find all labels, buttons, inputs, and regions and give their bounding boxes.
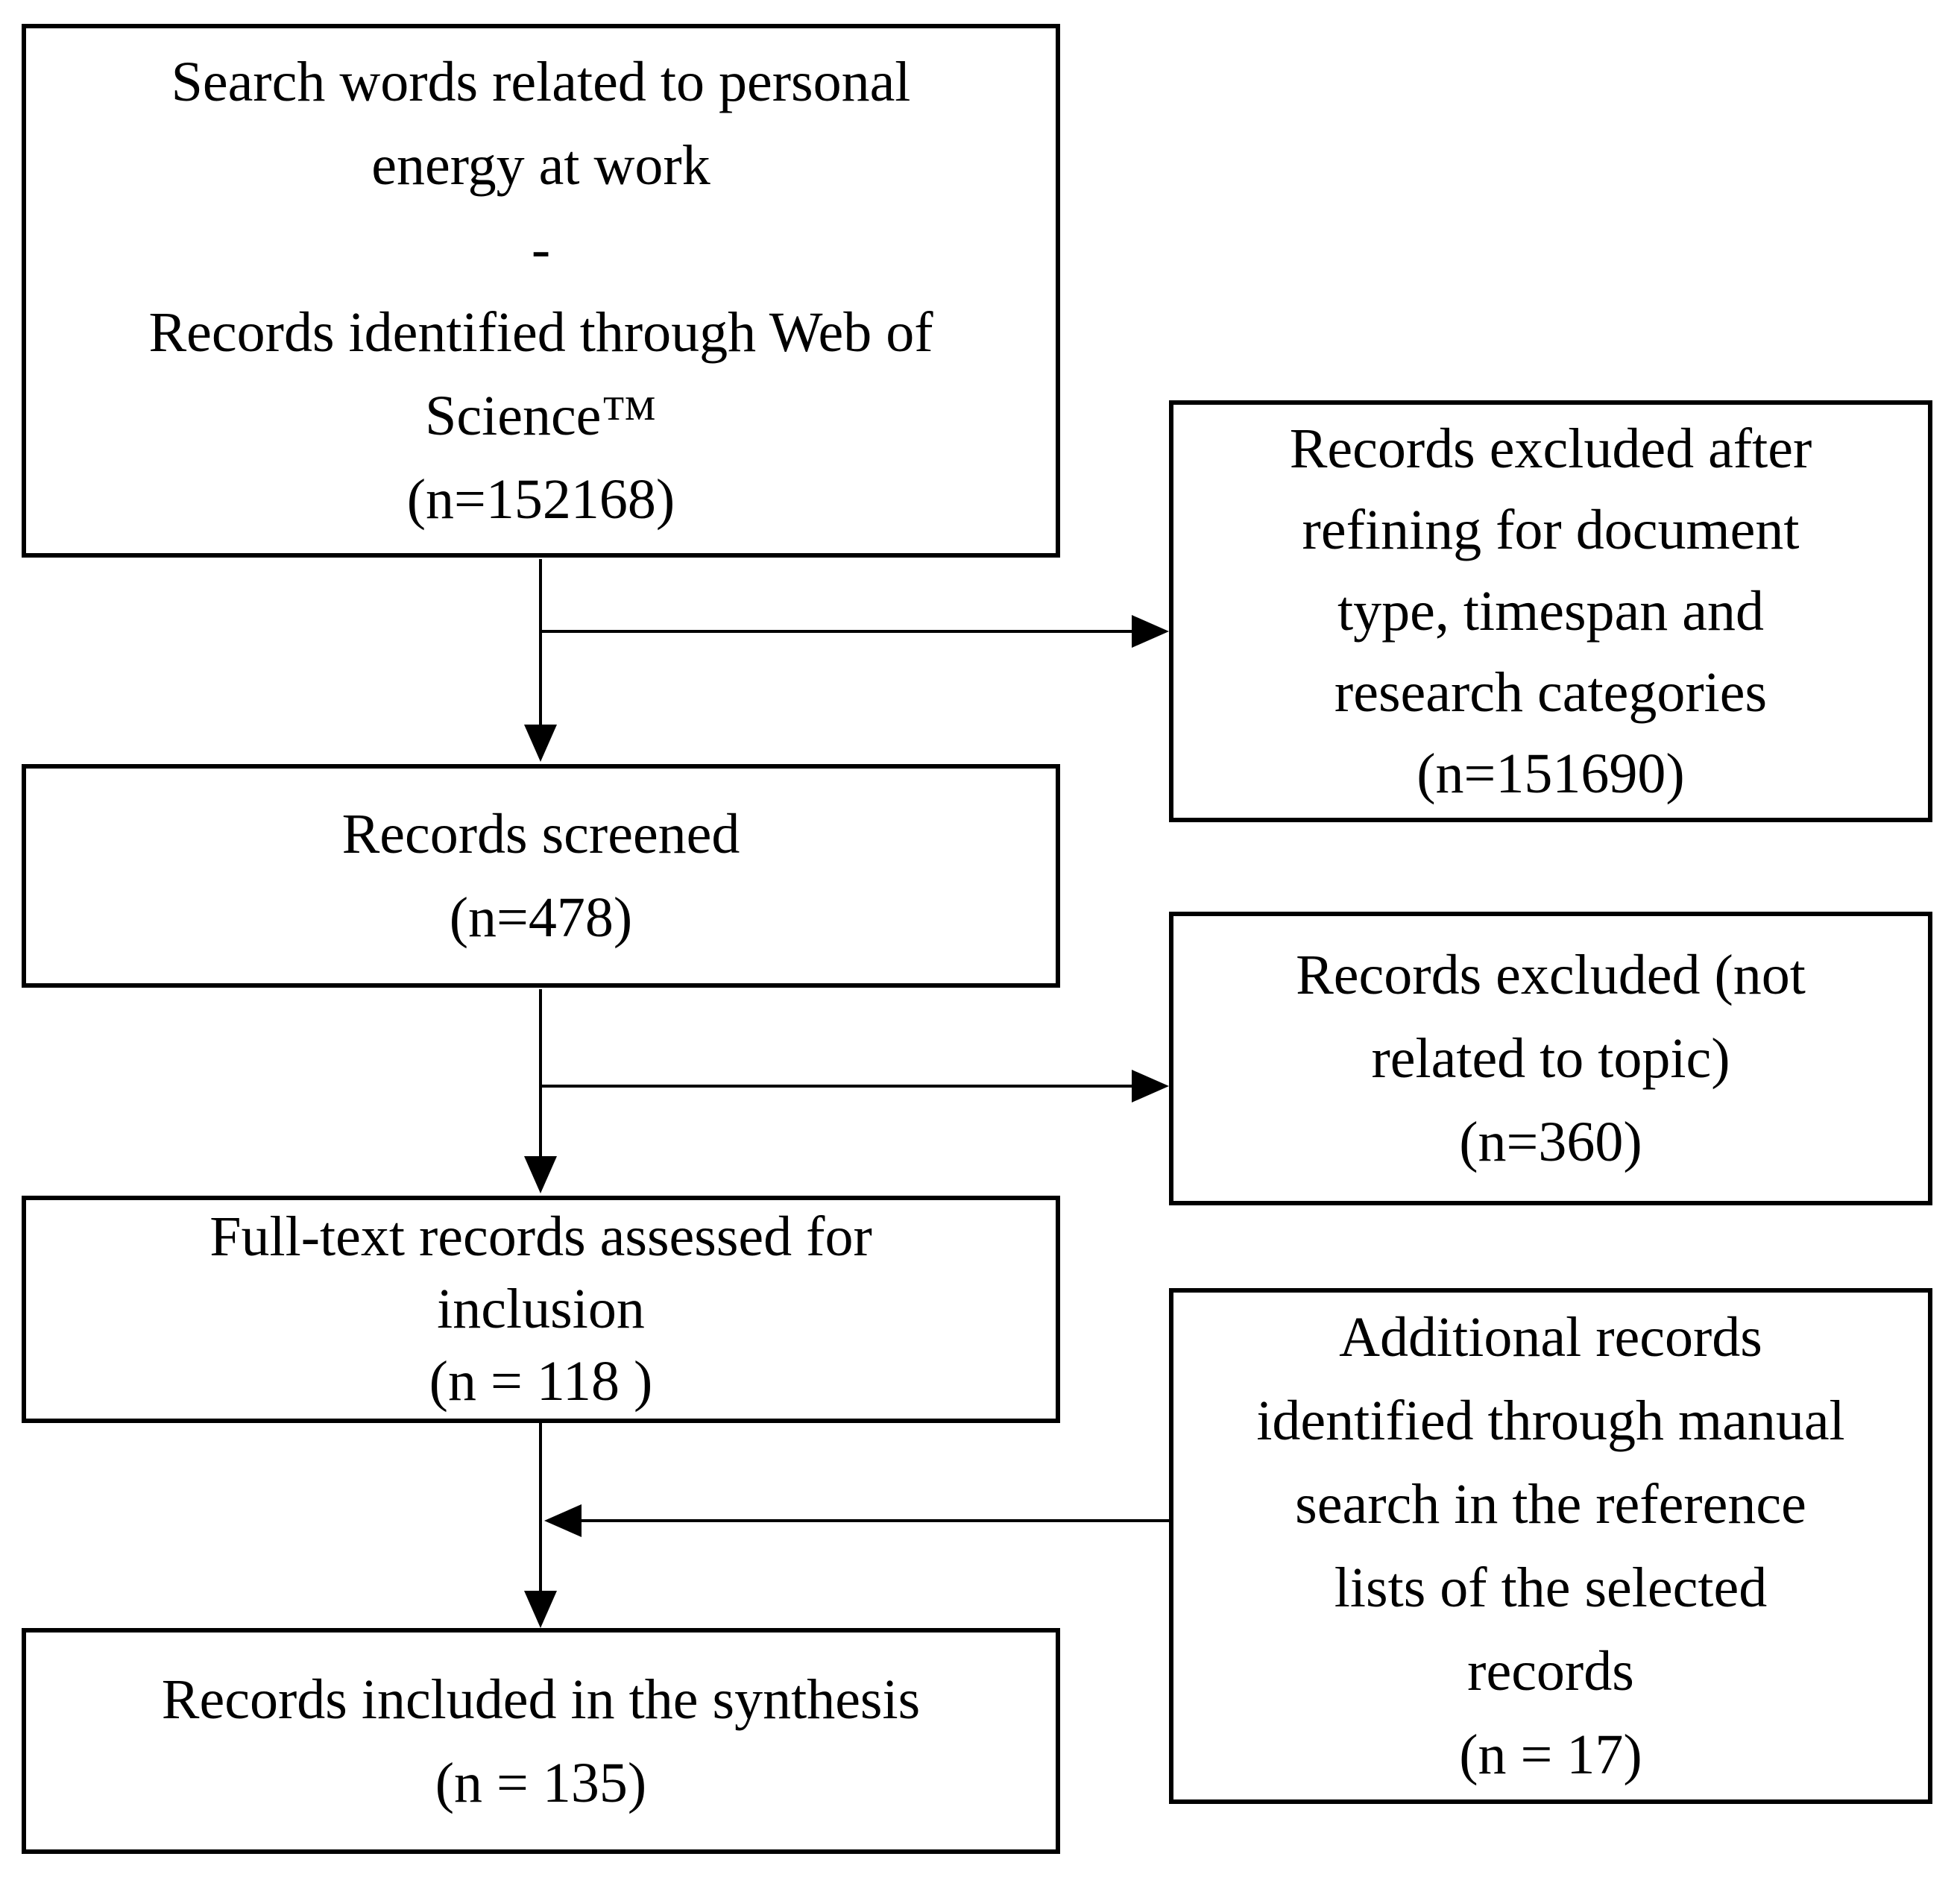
arrow-screened-to-excluded-topic [541, 1070, 1169, 1102]
node-text-line: Records included in the synthesis [161, 1668, 921, 1731]
arrow-screened-to-fulltext [524, 989, 557, 1193]
node-text-line: related to topic) [1371, 1027, 1730, 1090]
node-count: (n=151690) [1417, 742, 1685, 805]
node-text-line: type, timespan and [1337, 579, 1764, 643]
arrow-identified-to-excluded-refining [541, 615, 1169, 648]
node-text-line: lists of the selected [1334, 1556, 1768, 1619]
node-text-line: Records excluded after [1289, 417, 1812, 480]
node-count: (n = 118 ) [429, 1350, 653, 1413]
node-fulltext-assessed: Full-text records assessed for inclusion… [22, 1196, 1060, 1423]
arrow-fulltext-to-included [524, 1423, 557, 1628]
arrow-identified-to-screened [524, 559, 557, 762]
node-text-line: research categories [1334, 660, 1768, 724]
node-text-line: - [531, 218, 551, 280]
node-text-line: Additional records [1339, 1306, 1762, 1369]
node-text-line: search in the reference [1295, 1473, 1806, 1536]
node-text-line: Records screened [341, 803, 740, 865]
node-excluded-refining: Records excluded after refining for docu… [1169, 400, 1932, 822]
node-text-line: Search words related to personal [171, 51, 911, 113]
node-text-line: energy at work [371, 134, 710, 197]
node-additional-manual: Additional records identified through ma… [1169, 1288, 1932, 1804]
node-count: (n=360) [1459, 1111, 1642, 1173]
node-count: (n = 135) [435, 1751, 647, 1814]
node-text-line: refining for document [1302, 498, 1800, 561]
node-count: (n=152168) [406, 468, 675, 531]
node-text-line: Records identified through Web of [148, 301, 933, 364]
node-text-line: Records excluded (not [1296, 944, 1806, 1006]
node-included-synthesis: Records included in the synthesis (n = 1… [22, 1628, 1060, 1854]
node-text-line: Science™ [425, 385, 657, 447]
node-excluded-topic: Records excluded (not related to topic) … [1169, 912, 1932, 1205]
arrow-additional-to-flow [544, 1504, 1171, 1537]
node-identified: Search words related to personal energy … [22, 24, 1060, 558]
node-screened: Records screened (n=478) [22, 764, 1060, 988]
node-count: (n=478) [449, 886, 633, 949]
node-count: (n = 17) [1459, 1723, 1642, 1786]
node-text-line: records [1467, 1640, 1634, 1703]
node-text-line: inclusion [437, 1278, 645, 1340]
node-text-line: identified through manual [1256, 1389, 1845, 1452]
node-text-line: Full-text records assessed for [209, 1205, 872, 1268]
